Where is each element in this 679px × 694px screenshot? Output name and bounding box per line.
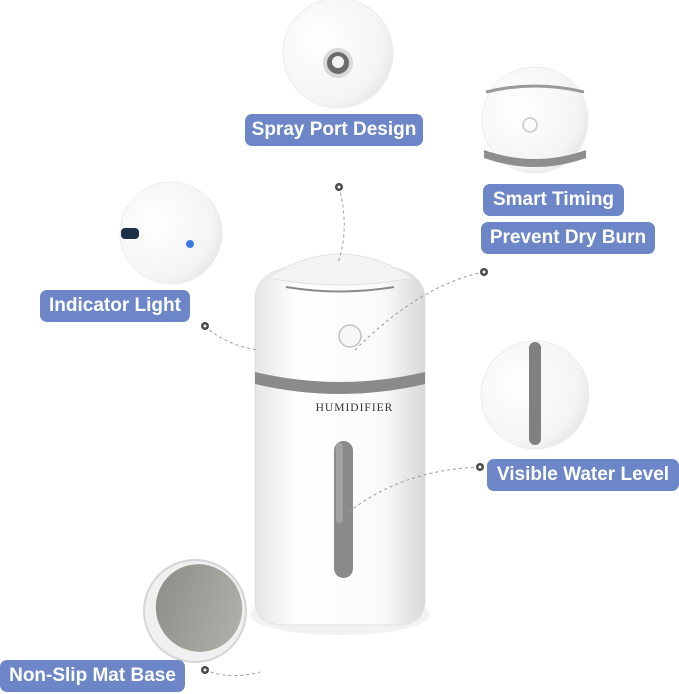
humidifier-brand-label: HUMIDIFIER <box>315 402 394 414</box>
spray-port-badge: Spray Port Design <box>245 114 423 146</box>
mat-base-badge: Non-Slip Mat Base <box>0 660 185 692</box>
mat-base-detail-image <box>143 559 247 663</box>
water-level-detail-image <box>480 340 590 450</box>
indicator-light-detail-image <box>119 181 223 285</box>
spray-port-detail-image <box>282 0 394 109</box>
smart-timing-badge: Smart Timing <box>483 184 624 216</box>
humidifier-product-image <box>250 253 430 635</box>
prevent-dry-burn-badge: Prevent Dry Burn <box>481 222 655 254</box>
smart-timing-detail-image <box>481 66 589 174</box>
callout-lines <box>204 186 485 676</box>
indicator-light-badge: Indicator Light <box>40 290 190 322</box>
water-level-badge: Visible Water Level <box>487 459 679 491</box>
